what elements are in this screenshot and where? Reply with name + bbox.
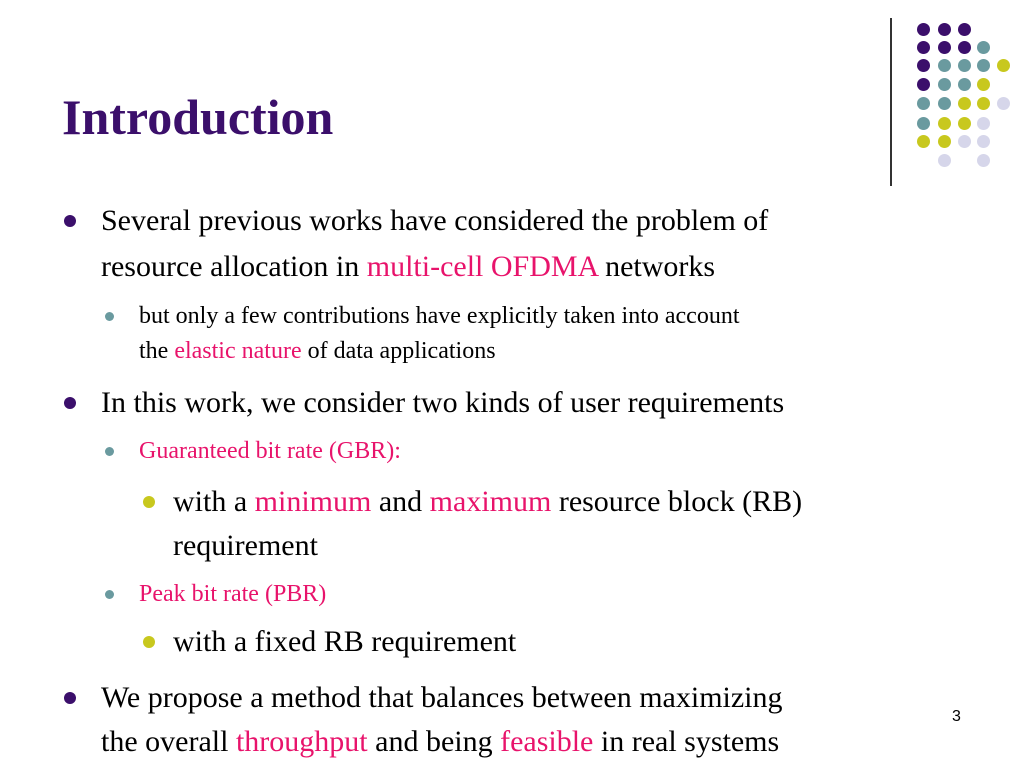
- text-segment: the: [139, 338, 175, 364]
- decorative-dot: [977, 135, 990, 148]
- decorative-dot: [938, 117, 951, 130]
- text-segment: resource allocation in: [101, 250, 367, 283]
- bullet-marker-level3: [143, 636, 155, 648]
- bullet-text-line: Peak bit rate (PBR): [139, 580, 326, 608]
- highlighted-term: throughput: [235, 725, 368, 758]
- text-segment: In this work, we consider two kinds of u…: [101, 386, 785, 419]
- text-segment: but only a few contributions have explic…: [139, 303, 740, 329]
- bullet-marker-level2: [105, 447, 114, 456]
- decorative-dot: [938, 154, 951, 167]
- bullet-text-line: resource allocation in multi-cell OFDMA …: [101, 250, 715, 284]
- decorative-dot: [958, 41, 971, 54]
- decorative-dot: [917, 23, 930, 36]
- bullet-marker-level1: [64, 215, 76, 227]
- decorative-dot: [958, 135, 971, 148]
- text-segment: and: [371, 485, 430, 518]
- bullet-marker-level1: [64, 692, 76, 704]
- decorative-dot: [938, 97, 951, 110]
- decorative-dot: [977, 59, 990, 72]
- decorative-dot: [977, 97, 990, 110]
- decorative-dot: [917, 135, 930, 148]
- decorative-dot: [958, 117, 971, 130]
- bullet-text-line: the overall throughput and being feasibl…: [101, 725, 779, 759]
- decorative-dot: [938, 59, 951, 72]
- title-divider: [890, 18, 892, 186]
- bullet-text-line: the elastic nature of data applications: [139, 337, 496, 365]
- bullet-text-line: but only a few contributions have explic…: [139, 302, 740, 330]
- decorative-dot: [977, 41, 990, 54]
- text-segment: and being: [367, 725, 501, 758]
- bullet-text-line: with a fixed RB requirement: [173, 625, 516, 659]
- bullet-marker-level2: [105, 312, 114, 321]
- decorative-dot: [917, 59, 930, 72]
- highlighted-term: minimum: [254, 485, 372, 518]
- decorative-dot: [917, 41, 930, 54]
- text-segment: networks: [597, 250, 716, 283]
- highlighted-term: Peak bit rate (PBR): [139, 581, 327, 607]
- text-segment: of data applications: [301, 338, 496, 364]
- text-segment: requirement: [173, 529, 318, 562]
- text-segment: in real systems: [593, 725, 780, 758]
- decorative-dot: [997, 97, 1010, 110]
- decorative-dot: [997, 59, 1010, 72]
- bullet-marker-level2: [105, 590, 114, 599]
- decorative-dot: [958, 97, 971, 110]
- bullet-text-line: requirement: [173, 529, 318, 563]
- decorative-dot: [958, 23, 971, 36]
- bullet-marker-level1: [64, 397, 76, 409]
- bullet-text-line: We propose a method that balances betwee…: [101, 681, 783, 715]
- decorative-dot: [938, 135, 951, 148]
- decorative-dot: [917, 78, 930, 91]
- text-segment: We propose a method that balances betwee…: [101, 681, 783, 714]
- highlighted-term: feasible: [500, 725, 594, 758]
- page-number: 3: [952, 708, 961, 725]
- decorative-dot: [977, 78, 990, 91]
- decorative-dot: [958, 78, 971, 91]
- highlighted-term: maximum: [429, 485, 552, 518]
- bullet-marker-level3: [143, 496, 155, 508]
- bullet-text-line: In this work, we consider two kinds of u…: [101, 386, 784, 420]
- decorative-dot: [938, 41, 951, 54]
- text-segment: the overall: [101, 725, 236, 758]
- bullet-text-line: Several previous works have considered t…: [101, 204, 768, 238]
- text-segment: Several previous works have considered t…: [101, 204, 769, 237]
- decorative-dot: [938, 78, 951, 91]
- text-segment: resource block (RB): [551, 485, 803, 518]
- text-segment: with a fixed RB requirement: [173, 625, 517, 658]
- text-segment: with a: [173, 485, 255, 518]
- highlighted-term: elastic nature: [174, 338, 302, 364]
- highlighted-term: Guaranteed bit rate (GBR):: [139, 438, 401, 464]
- bullet-text-line: with a minimum and maximum resource bloc…: [173, 485, 802, 519]
- decorative-dot: [917, 117, 930, 130]
- highlighted-term: multi-cell OFDMA: [366, 250, 598, 283]
- decorative-dot: [977, 154, 990, 167]
- bullet-text-line: Guaranteed bit rate (GBR):: [139, 437, 401, 465]
- decorative-dot: [977, 117, 990, 130]
- decorative-dot: [958, 59, 971, 72]
- decorative-dot: [938, 23, 951, 36]
- slide-title: Introduction: [62, 89, 334, 145]
- decorative-dot: [917, 97, 930, 110]
